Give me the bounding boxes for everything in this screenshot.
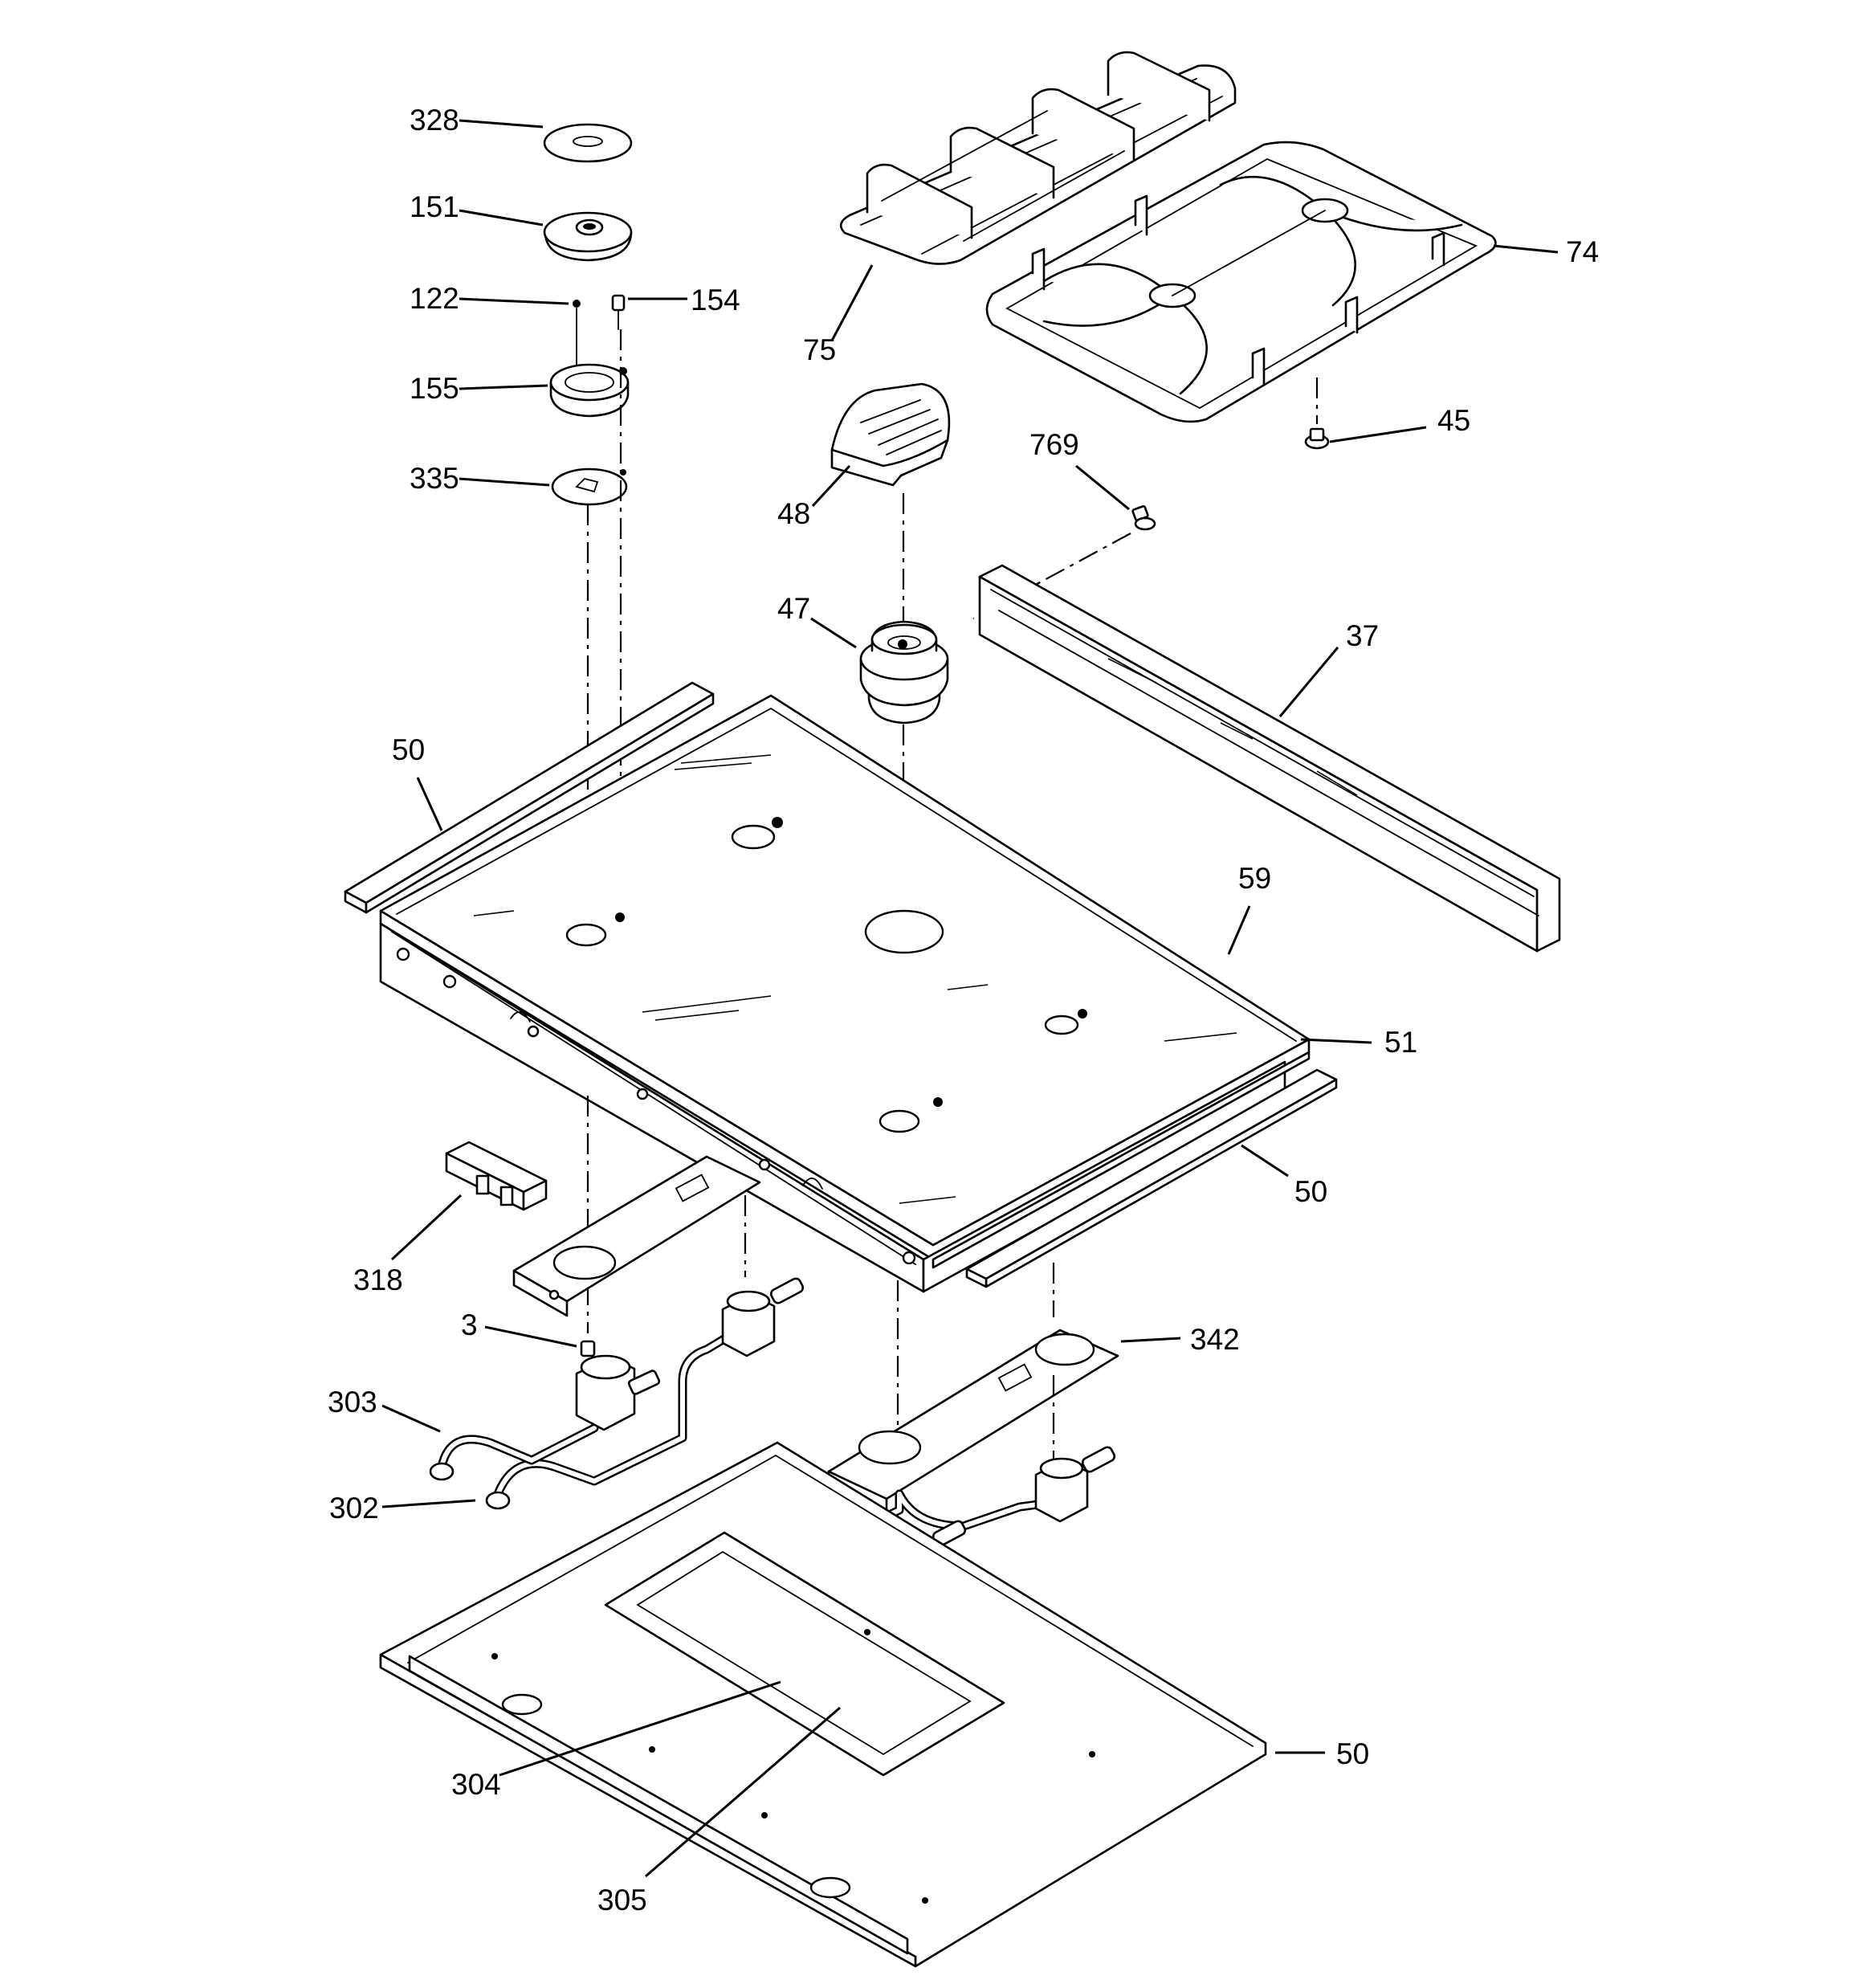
grate-74 — [985, 141, 1497, 423]
trim-strip-50-right — [965, 1068, 1338, 1288]
cap-48 — [830, 382, 951, 487]
electrode-122 — [573, 300, 581, 369]
burner-base-155 — [549, 363, 630, 418]
callout-48: 48 — [777, 497, 810, 530]
burner-cap-328 — [543, 123, 633, 163]
burner-base-47 — [859, 620, 949, 725]
callout-75: 75 — [803, 333, 836, 366]
callout-342: 342 — [1190, 1323, 1240, 1356]
callout-302: 302 — [329, 1492, 379, 1525]
callout-3: 3 — [461, 1308, 478, 1341]
gas-tube-302 — [493, 1325, 744, 1499]
callout-318: 318 — [353, 1263, 403, 1296]
callout-74: 74 — [1566, 235, 1599, 268]
callout-155: 155 — [410, 372, 459, 405]
callout-304: 304 — [451, 1768, 501, 1801]
valve-left-front — [429, 1354, 661, 1510]
grate-75 — [839, 51, 1237, 265]
callout-50-left: 50 — [392, 733, 425, 766]
bracket-318 — [445, 1141, 548, 1211]
callout-59: 59 — [1238, 862, 1271, 895]
trim-strip-50-left — [344, 681, 715, 914]
mount-plate-left — [512, 1155, 761, 1317]
valve-left-rear — [721, 1277, 805, 1357]
gas-tube-303 — [437, 1423, 599, 1472]
callout-47: 47 — [777, 592, 810, 625]
callout-328: 328 — [410, 104, 459, 137]
channel-37 — [978, 564, 1561, 953]
orifice-3 — [580, 1340, 596, 1357]
callout-50-right: 50 — [1294, 1175, 1327, 1208]
callout-151: 151 — [410, 190, 459, 223]
screw-154 — [611, 294, 626, 330]
callout-303: 303 — [328, 1386, 377, 1419]
gasket-335 — [551, 467, 628, 506]
callout-305: 305 — [597, 1884, 647, 1917]
screw-45 — [1304, 427, 1330, 450]
leader-lines — [381, 119, 1559, 1878]
axis-line — [972, 533, 1131, 619]
callout-122: 122 — [410, 282, 459, 315]
valve-right-rear — [1034, 1446, 1116, 1523]
callout-154: 154 — [691, 284, 740, 316]
callout-37: 37 — [1346, 619, 1379, 652]
burner-head-151 — [543, 211, 633, 262]
trim-strip-51 — [932, 1051, 1311, 1269]
callout-50-bottom: 50 — [1336, 1737, 1369, 1770]
callout-51: 51 — [1384, 1026, 1417, 1059]
callout-769: 769 — [1029, 428, 1079, 461]
callout-45: 45 — [1437, 404, 1470, 437]
bottom-pan — [379, 1441, 1267, 1968]
screw-769 — [1131, 504, 1156, 531]
callout-335: 335 — [410, 462, 459, 495]
